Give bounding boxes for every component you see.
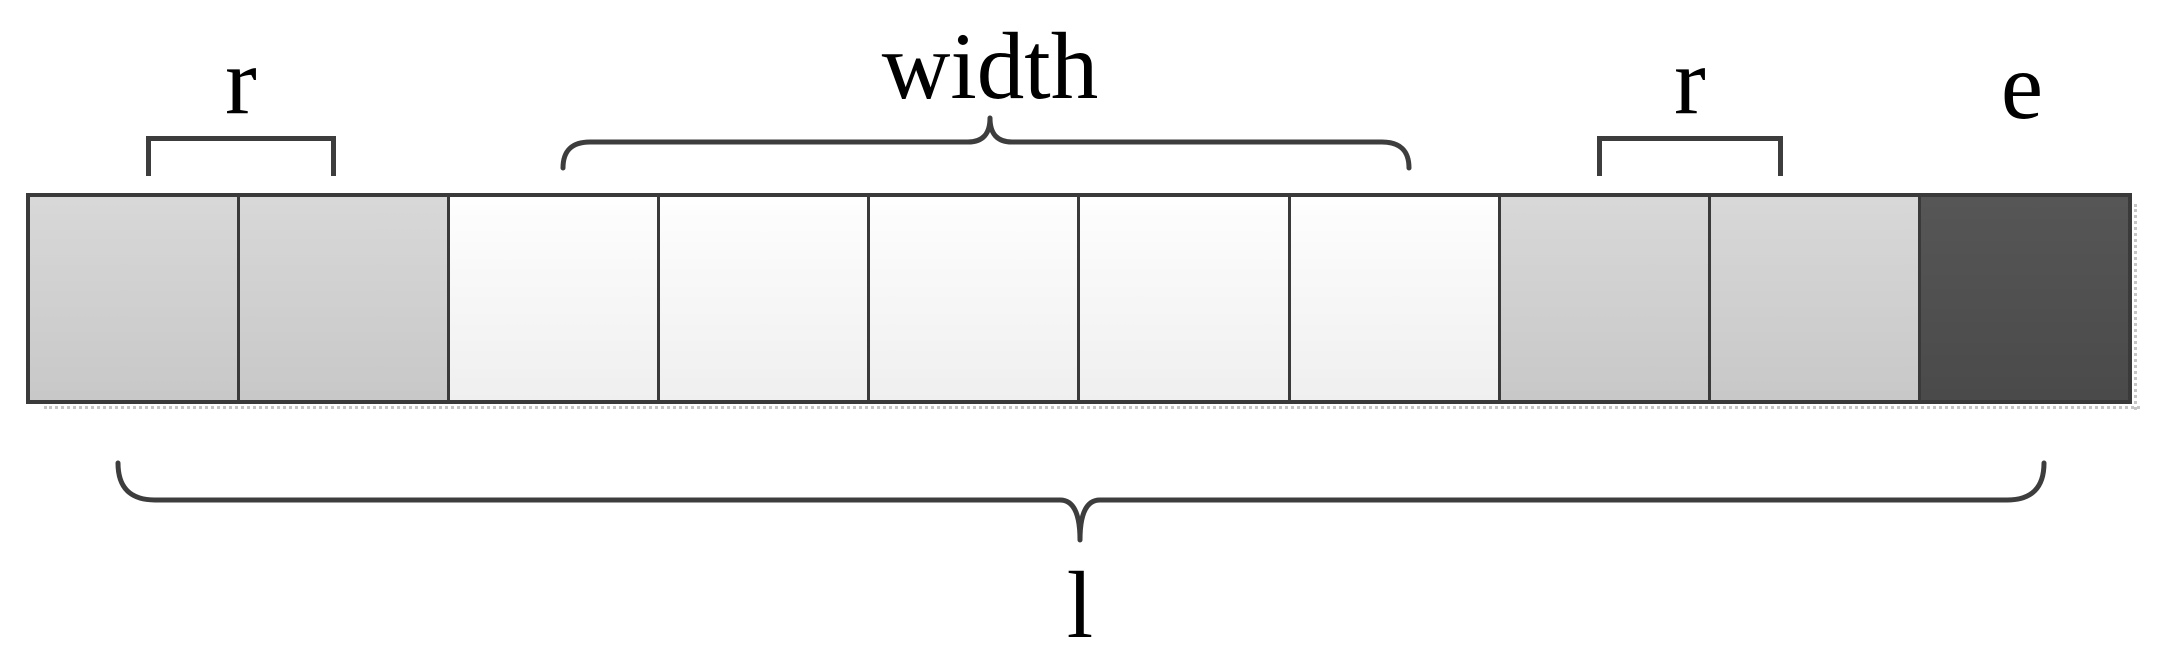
bar-cell-overlap	[30, 197, 238, 400]
segmented-bar	[26, 193, 2132, 404]
label-overlap-left: r	[225, 28, 257, 134]
label-window-width: width	[881, 13, 1099, 119]
bracket-overlap-right	[1597, 136, 1783, 176]
bar-cell-window	[867, 197, 1078, 400]
bar-shadow-bottom	[44, 406, 2140, 409]
bar-shadow-right	[2134, 204, 2137, 410]
label-overlap-right: r	[1674, 28, 1706, 134]
bar-cell-window	[447, 197, 658, 400]
width-overbrace	[560, 115, 1412, 171]
length-underbrace	[115, 460, 2047, 543]
bar-cell-end	[1917, 197, 2128, 400]
label-total-length: l	[1066, 552, 1094, 658]
bar-cell-overlap	[1497, 197, 1708, 400]
bar-cell-window	[657, 197, 868, 400]
bar-cell-window	[1077, 197, 1288, 400]
bar-cell-window	[1287, 197, 1498, 400]
bracket-overlap-left	[146, 136, 336, 176]
label-end-remainder: e	[2000, 33, 2044, 139]
bar-cell-overlap	[1707, 197, 1918, 400]
bar-cell-overlap	[237, 197, 448, 400]
